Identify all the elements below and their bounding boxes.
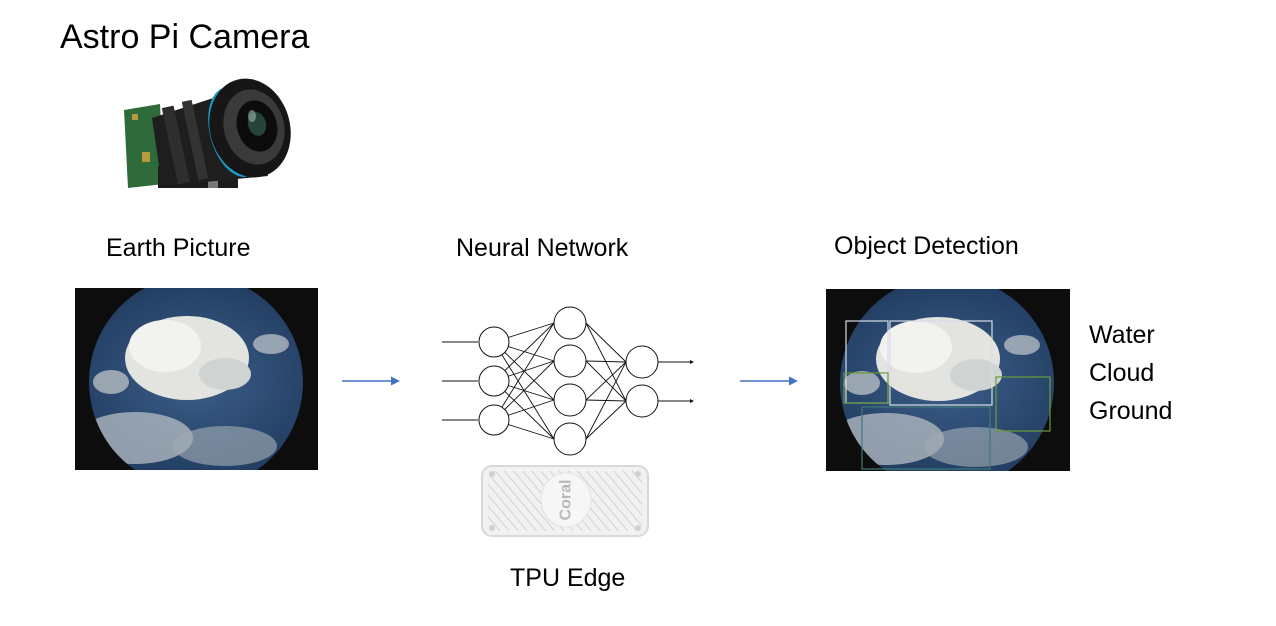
earth-picture-label: Earth Picture	[106, 234, 251, 262]
page-title: Astro Pi Camera	[60, 18, 310, 56]
camera-image	[124, 78, 291, 188]
tpu-edge-label: TPU Edge	[510, 564, 626, 592]
object-detection-picture	[826, 289, 1070, 471]
coral-logo-text: Coral	[558, 480, 575, 521]
class-list: Water Cloud Ground	[1089, 316, 1172, 430]
arrow-to-detection	[740, 376, 798, 386]
arrow-to-network	[342, 376, 400, 386]
detection-box-ground-right	[995, 376, 1051, 432]
class-cloud: Cloud	[1089, 359, 1155, 387]
object-detection-label: Object Detection	[834, 232, 1019, 260]
neural-network-diagram	[442, 306, 694, 456]
detection-box-ground-left	[843, 372, 889, 404]
neural-network-label: Neural Network	[456, 234, 629, 262]
earth-picture	[75, 288, 318, 470]
detection-box-cloud-center	[889, 320, 993, 406]
class-water: Water	[1089, 321, 1155, 349]
coral-tpu-device: Coral	[478, 462, 652, 542]
detection-box-water	[861, 406, 991, 470]
class-ground: Ground	[1089, 397, 1173, 425]
